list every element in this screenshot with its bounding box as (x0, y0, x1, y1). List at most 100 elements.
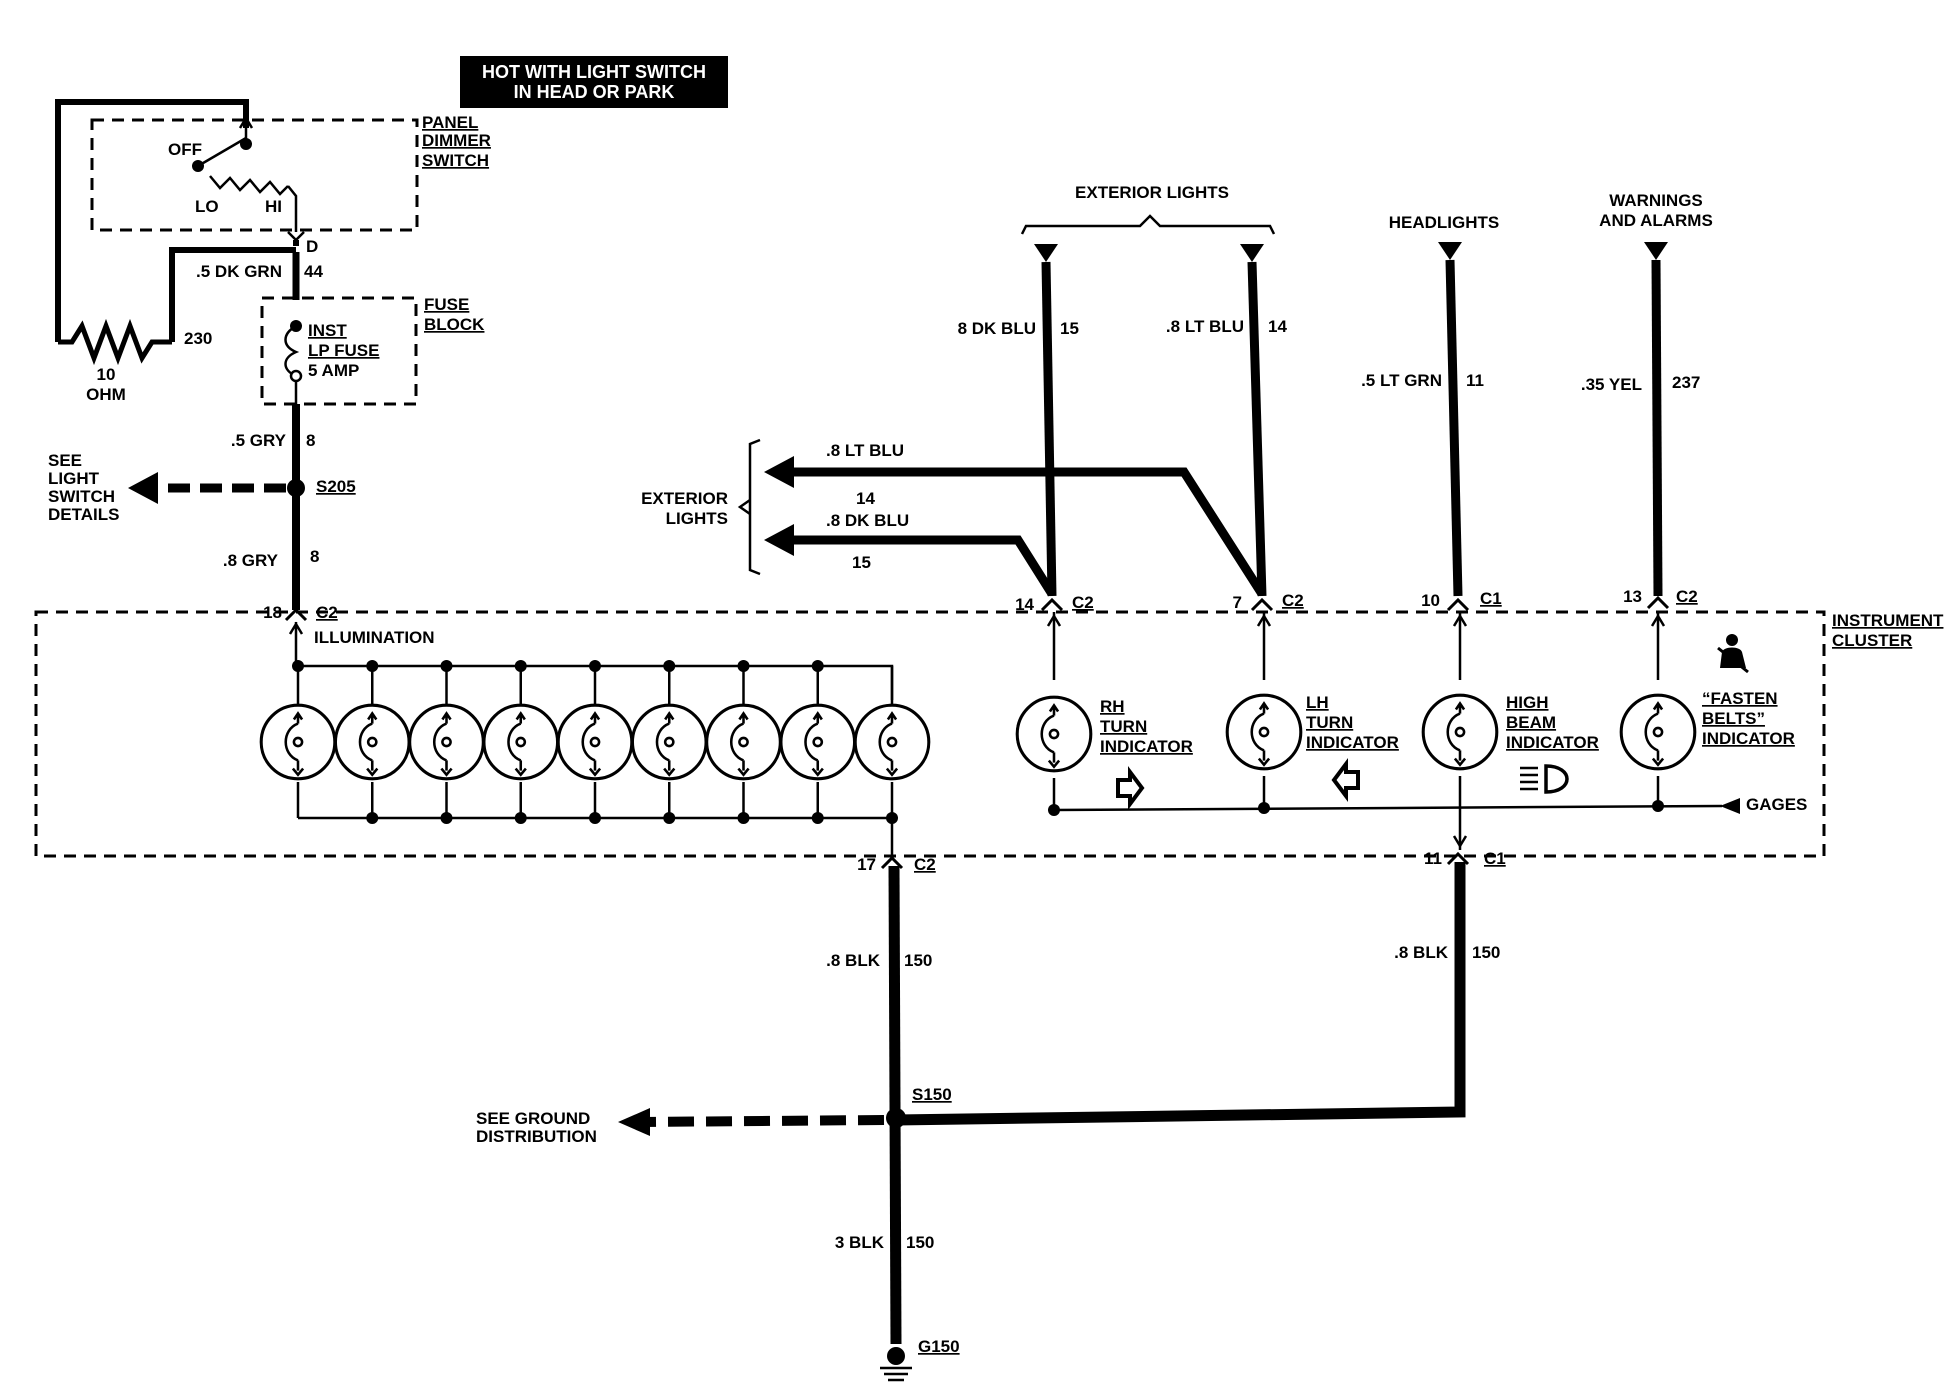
wire-ltgrn-circuit: 11 (1466, 371, 1484, 390)
panel-dimmer-label-3: SWITCH (422, 151, 489, 170)
fuse-label-1: INST (308, 321, 347, 340)
wire-dkblu-top-label: 8 DK BLU (958, 319, 1036, 338)
high-beam-2: BEAM (1506, 713, 1556, 732)
exterior-lights-left: EXTERIOR LIGHTS .8 LT BLU 14 .8 DK BLU 1… (641, 438, 1266, 597)
wire-blk2-label: .8 BLK (1394, 943, 1449, 962)
fasten-belts-1: “FASTEN (1702, 689, 1778, 708)
lh-turn-2: TURN (1306, 713, 1353, 732)
illumination-label: ILLUMINATION (314, 628, 435, 647)
conn-rh-pin: 14 (1015, 595, 1034, 614)
splice-s205-dot (287, 479, 305, 497)
see-light-switch-1: SEE (48, 451, 82, 470)
conn-high-id: C1 (1480, 589, 1502, 608)
rh-turn-1: RH (1100, 697, 1125, 716)
exterior-lights-top-label: EXTERIOR LIGHTS (1075, 183, 1229, 202)
ground-g150: G150 (918, 1337, 960, 1356)
exterior-lights-left-2: LIGHTS (666, 509, 728, 528)
wire-gry2-circuit: 8 (310, 547, 319, 566)
wire-gry2-label: .8 GRY (223, 551, 279, 570)
bulb-top-junction (292, 660, 304, 672)
lh-turn-3: INDICATOR (1306, 733, 1399, 752)
illumination-bulb (630, 703, 708, 781)
rh-turn-2: TURN (1100, 717, 1147, 736)
fasten-belts-3: INDICATOR (1702, 729, 1795, 748)
illumination-bulbs (259, 660, 931, 824)
wire-ltblu-top-label: .8 LT BLU (1166, 317, 1244, 336)
see-light-switch-4: DETAILS (48, 505, 119, 524)
wire-ltblu-left-label: .8 LT BLU (826, 441, 904, 460)
wire-ltgrn-label: .5 LT GRN (1361, 371, 1442, 390)
wire-gry1-label: .5 GRY (231, 431, 287, 450)
conn-gnd1-pin: 17 (857, 855, 876, 874)
wire-yel-label: .35 YEL (1581, 375, 1642, 394)
title-line-1: HOT WITH LIGHT SWITCH (482, 62, 706, 82)
instrument-cluster-1: INSTRUMENT (1832, 611, 1944, 630)
exterior-lights-left-1: EXTERIOR (641, 489, 728, 508)
wire-dkblu-left-circuit: 15 (852, 553, 871, 572)
conn-lh-id: C2 (1282, 591, 1304, 610)
warnings-label-2: AND ALARMS (1599, 211, 1713, 230)
illumination-bulb (259, 703, 337, 781)
wire-dkblu-left-label: .8 DK BLU (826, 511, 909, 530)
fuse-block-label-1: FUSE (424, 295, 469, 314)
bulb-bottom-junction (886, 812, 898, 824)
seatbelt-icon (1717, 634, 1749, 674)
conn-gnd2-id: C1 (1484, 849, 1506, 868)
fuse-block-label-2: BLOCK (424, 315, 485, 334)
see-ground-1: SEE GROUND (476, 1109, 590, 1128)
illumination-bulb (333, 703, 411, 781)
panel-dimmer-switch: PANEL DIMMER SWITCH OFF LO HI D (90, 113, 491, 256)
illumination-bulb (853, 703, 931, 781)
warnings-label-1: WARNINGS (1609, 191, 1703, 210)
high-beam-1: HIGH (1506, 693, 1549, 712)
switch-lo-label: LO (195, 197, 219, 216)
conn-belts-id: C2 (1676, 587, 1698, 606)
instrument-cluster-2: CLUSTER (1832, 631, 1912, 650)
wire-dkgrn-label: .5 DK GRN (196, 262, 282, 281)
high-beam-3: INDICATOR (1506, 733, 1599, 752)
left-arrow-icon (1331, 758, 1360, 802)
illumination-bulb (556, 703, 634, 781)
resistor-loop: 10 OHM 230 (55, 99, 299, 404)
see-ground-2: DISTRIBUTION (476, 1127, 597, 1146)
wire-dkgrn-circuit: 44 (304, 262, 323, 281)
bulb-bottom-junction (811, 812, 824, 824)
switch-off-label: OFF (168, 140, 202, 159)
rh-turn-3: INDICATOR (1100, 737, 1193, 756)
wire-blk3-label: 3 BLK (835, 1233, 885, 1252)
illumination-bulb (408, 703, 485, 781)
see-light-switch-3: SWITCH (48, 487, 115, 506)
fuse-label-2: LP FUSE (308, 341, 379, 360)
ground-section: 17 C2 11 C1 .8 BLK 150 .8 BLK 150 S150 S… (476, 844, 1506, 1382)
ground-symbol-icon (880, 1347, 912, 1382)
bulb-top-junction (811, 660, 824, 672)
gages-label: GAGES (1746, 795, 1807, 814)
wire-blk1-label: .8 BLK (826, 951, 881, 970)
conn-gnd2-pin: 11 (1424, 849, 1442, 868)
conn-lh-pin: 7 (1233, 593, 1242, 612)
left-arrow-s205 (128, 472, 158, 504)
bulb-bottom-junction (440, 812, 453, 824)
splice-s150: S150 (912, 1085, 952, 1104)
panel-dimmer-label-2: DIMMER (422, 131, 491, 150)
resistor-unit: OHM (86, 385, 126, 404)
wire-blk2-circuit: 150 (1472, 943, 1500, 962)
panel-dimmer-label-1: PANEL (422, 113, 478, 132)
splice-s205: S205 (316, 477, 356, 496)
fuse-label-3: 5 AMP (308, 361, 359, 380)
illumination-bulb (482, 703, 560, 781)
illumination-bulb (705, 703, 782, 781)
conn-high-pin: 10 (1421, 591, 1440, 610)
wire-ltblu-top-circuit: 14 (1268, 317, 1287, 336)
bulb-top-junction (514, 660, 527, 672)
resistor-value: 10 (97, 365, 116, 384)
wire-blk3-circuit: 150 (906, 1233, 934, 1252)
wire-blk1-circuit: 150 (904, 951, 932, 970)
bulb-bottom-junction (366, 812, 379, 824)
bulb-top-junction (440, 660, 453, 672)
wire-yel-circuit: 237 (1672, 373, 1700, 392)
conn-gnd1-id: C2 (914, 855, 936, 874)
exterior-lights-top: EXTERIOR LIGHTS HEADLIGHTS WARNINGS AND … (1020, 183, 1713, 262)
instrument-cluster: INSTRUMENT CLUSTER ILLUMINATION RH TURN … (34, 610, 1944, 858)
